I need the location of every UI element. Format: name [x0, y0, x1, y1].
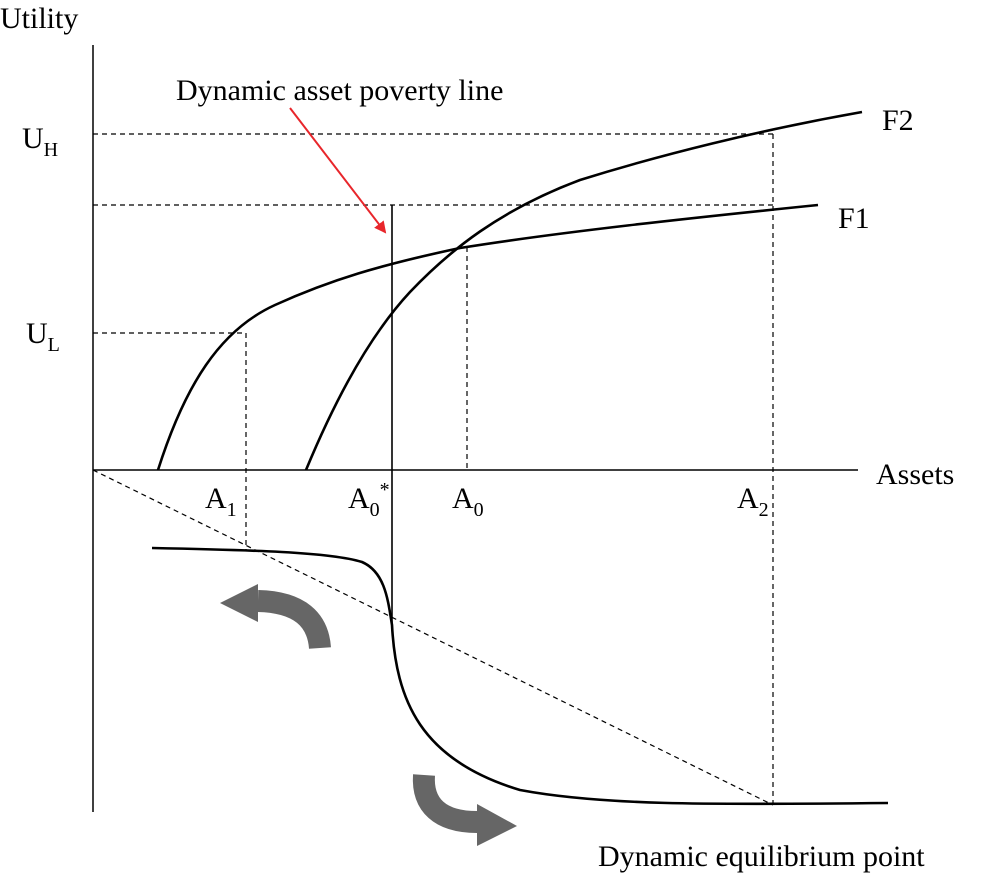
- diagonal-reference-line: [92, 469, 774, 806]
- f2-curve: [304, 110, 863, 471]
- a1-tick-label: A1: [205, 482, 237, 521]
- left-flow-arrow: [220, 584, 331, 650]
- y-axis-label: Utility: [0, 2, 78, 35]
- right-flow-arrow: [412, 774, 517, 846]
- uh-tick-label: UH: [22, 122, 58, 161]
- dynamic-transition-curve: [151, 546, 889, 806]
- a0-tick-label: A0: [452, 482, 484, 521]
- f2-label: F2: [882, 104, 914, 137]
- a2-tick-label: A2: [737, 482, 769, 521]
- x-axis-label: Assets: [876, 458, 954, 491]
- ul-tick-label: UL: [26, 317, 60, 356]
- f1-curve: [156, 203, 819, 471]
- poverty-line-annotation: Dynamic asset poverty line: [176, 74, 503, 107]
- f1-label: F1: [838, 202, 870, 235]
- equilibrium-point-annotation: Dynamic equilibrium point: [598, 840, 925, 873]
- a0-star-tick-label: A0*: [348, 479, 390, 521]
- poverty-line-pointer-arrow: [289, 107, 387, 234]
